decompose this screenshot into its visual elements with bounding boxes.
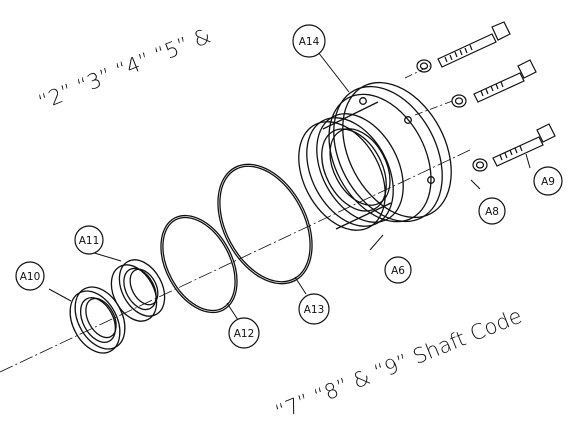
note-top: “2” “3” “4” “5” & — [35, 24, 214, 115]
callout-a13 — [298, 293, 330, 325]
callout-circles — [15, 24, 563, 349]
callout-a13-label: A13 — [304, 304, 325, 316]
callout-a12 — [228, 317, 260, 349]
callout-leaders — [48, 51, 531, 321]
part-a13-oring — [217, 163, 313, 285]
callout-a9-label: A9 — [541, 176, 555, 188]
part-a11-bearing — [110, 259, 166, 322]
part-a12-oring — [160, 214, 238, 314]
callout-a14-label: A14 — [299, 36, 320, 48]
callout-a9 — [533, 166, 563, 196]
callout-a8 — [478, 197, 506, 225]
callout-a6-label: A6 — [391, 265, 405, 277]
part-a14-housing — [298, 81, 452, 231]
bolt-bottom — [472, 123, 556, 172]
callout-a14 — [292, 24, 326, 58]
callout-a8-label: A8 — [485, 206, 499, 218]
callout-a11 — [74, 225, 104, 255]
callout-a10 — [15, 261, 45, 291]
bolt-middle — [451, 59, 537, 108]
shaft-centerline — [0, 149, 471, 373]
callout-a12-label: A12 — [234, 328, 255, 340]
part-a10-seal — [69, 286, 126, 354]
bolt-top — [416, 21, 511, 73]
bolt-centerline-middle — [414, 99, 456, 116]
callout-a6 — [384, 256, 412, 284]
bolt-centerline-top — [404, 65, 431, 79]
part-a9-bolts — [416, 21, 556, 172]
callout-a10-label: A10 — [20, 271, 41, 283]
callout-a11-label: A11 — [79, 235, 100, 247]
